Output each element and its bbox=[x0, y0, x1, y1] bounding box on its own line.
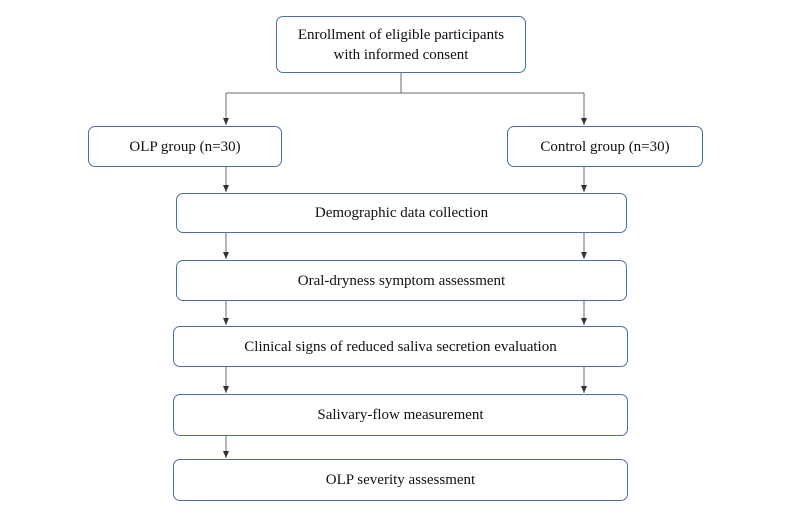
clinical-signs-label: Clinical signs of reduced saliva secreti… bbox=[244, 338, 557, 355]
enrollment-text-line1: Enrollment of eligible participants bbox=[297, 26, 505, 43]
control-group-label: Control group (n=30) bbox=[540, 138, 670, 155]
clinical-signs-box: Clinical signs of reduced saliva secreti… bbox=[173, 326, 628, 367]
enrollment-box: Enrollment of eligible participants with… bbox=[276, 16, 526, 73]
olp-group-box: OLP group (n=30) bbox=[88, 126, 282, 167]
salivary-flow-label: Salivary-flow measurement bbox=[317, 407, 484, 423]
olp-group-label: OLP group (n=30) bbox=[129, 138, 241, 155]
oral-dryness-box: Oral-dryness symptom assessment bbox=[176, 260, 627, 301]
olp-severity-label: OLP severity assessment bbox=[325, 472, 476, 488]
salivary-flow-box: Salivary-flow measurement bbox=[173, 394, 628, 436]
demographic-data-label: Demographic data collection bbox=[314, 205, 489, 221]
control-group-box: Control group (n=30) bbox=[507, 126, 703, 167]
demographic-data-box: Demographic data collection bbox=[176, 193, 627, 233]
olp-severity-box: OLP severity assessment bbox=[173, 459, 628, 501]
enrollment-text-line2: with informed consent bbox=[333, 46, 469, 63]
oral-dryness-label: Oral-dryness symptom assessment bbox=[297, 272, 506, 289]
